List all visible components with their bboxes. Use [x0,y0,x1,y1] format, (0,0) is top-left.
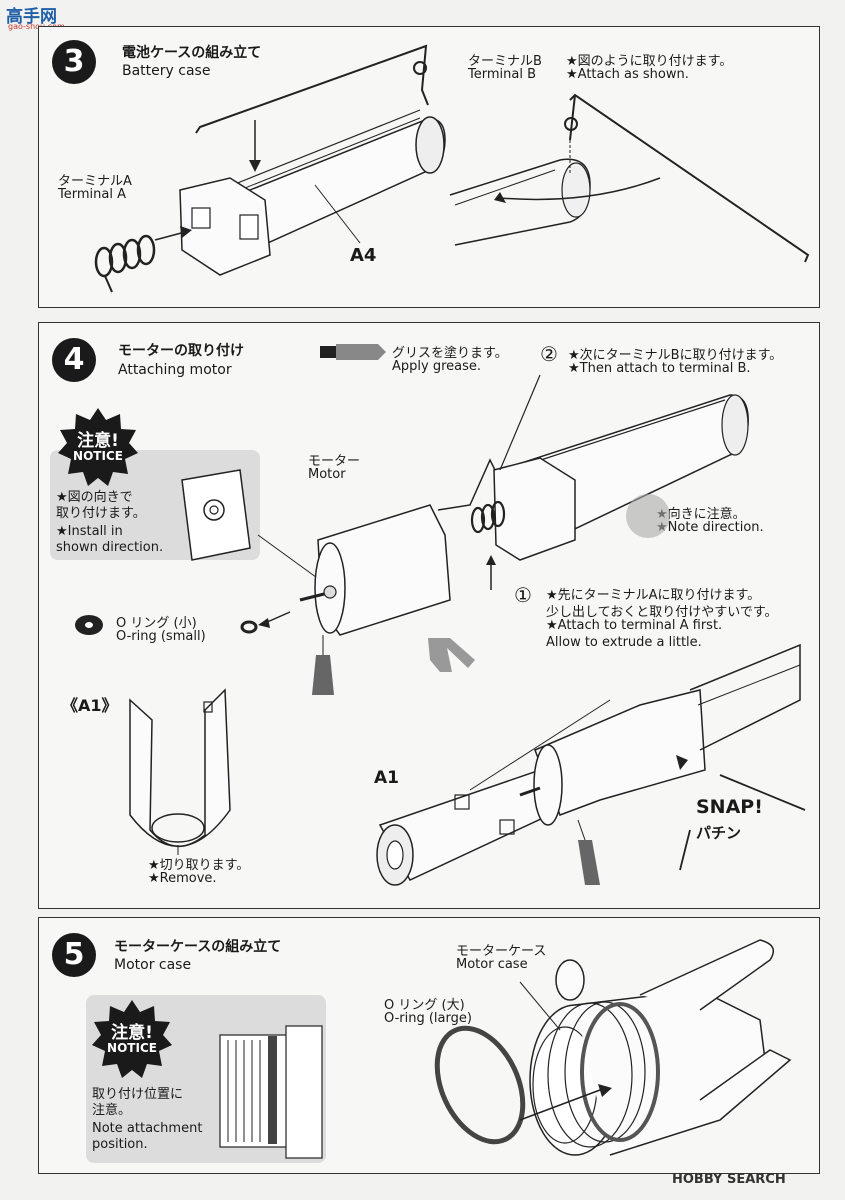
step3-number: 3 [52,40,96,84]
then-terminal-b-en: ★Then attach to terminal B. [568,361,751,376]
notice-title-step4: 注意! [77,431,119,451]
remove-label-en: ★Remove. [148,871,217,886]
terminal-b-label-en: Terminal B [468,67,536,82]
motor-case-label-jp: モーターケース [456,944,547,959]
notice-badge-step4 [58,408,138,486]
first-terminal-a-jp1: ★先にターミナルAに取り付けます。 [546,588,761,603]
step4-title-jp: モーターの取り付け [118,343,244,359]
motor-assembly-illustration [75,374,806,886]
grease-label-jp: グリスを塗ります。 [392,346,508,361]
watermark-text: 高手网 [6,7,57,27]
terminal-a-label-en: Terminal A [58,187,126,202]
terminal-a-label-jp: ターミナルA [58,174,132,189]
watermark-logo: 高手网 gao-shou.com [2,2,72,36]
motor-case-label-en: Motor case [456,957,528,972]
oring-large-jp: O リング (大) [384,998,465,1013]
direction-note-jp: ★向きに注意。 [656,507,746,522]
grease-tube-icon [320,344,386,360]
notice-step5-jp1: 取り付け位置に [92,1087,184,1102]
snap-label-jp: パチン [696,824,742,842]
notice-step4-en2: shown direction. [56,540,164,555]
part-a1-bracket-label: 《A1》 [62,696,118,715]
part-a1-label: A1 [374,768,399,788]
terminal-b-label-jp: ターミナルB [468,54,542,69]
step5-title-jp: モーターケースの組み立て [114,939,282,955]
watermark-url: gao-shou.com [8,22,65,31]
step4-title-en: Attaching motor [118,362,232,378]
notice-step4-en1: ★Install in [56,524,123,539]
notice-step4-jp1: ★図の向きで [56,490,133,505]
notice-sub-step4: NOTICE [73,449,123,463]
motor-label-en: Motor [308,467,346,482]
oring-large-en: O-ring (large) [384,1011,472,1026]
notice-step5-jp2: 注意。 [92,1103,132,1118]
step-circled-2: ② [540,342,558,366]
first-terminal-a-en1: ★Attach to terminal A first. [546,618,723,633]
grease-label-en: Apply grease. [392,359,482,374]
snap-label-en: SNAP! [696,796,763,818]
notice-title-step5: 注意! [111,1023,153,1043]
then-terminal-b-jp: ★次にターミナルBに取り付けます。 [568,348,783,363]
step3-note-jp: ★図のように取り付けます。 [566,54,733,69]
remove-label-jp: ★切り取ります。 [148,858,250,873]
notice-step5-en1: Note attachment [92,1121,203,1136]
step3-title-en: Battery case [122,63,211,79]
step4-number: 4 [52,338,96,382]
notice-step4-jp2: 取り付けます。 [56,506,146,521]
step-circled-1: ① [514,583,532,607]
motor-label-jp: モーター [308,454,361,469]
oring-small-jp: O リング (小) [116,616,197,631]
step3-title-jp: 電池ケースの組み立て [122,45,262,61]
step3-note-en: ★Attach as shown. [566,67,689,82]
oring-small-en: O-ring (small) [116,629,206,644]
step5-title-en: Motor case [114,957,192,973]
first-terminal-a-en2: Allow to extrude a little. [546,635,702,650]
hobby-search-watermark: HOBBY SEARCH [672,1172,786,1187]
part-a4-label: A4 [350,245,377,266]
notice-step5-en2: position. [92,1137,148,1152]
step5-number: 5 [52,933,96,977]
first-terminal-a-jp2: 少し出しておくと取り付けやすいです。 [546,605,778,620]
battery-case-illustration [94,44,810,293]
notice-sub-step5: NOTICE [107,1041,157,1055]
notice-badge-step5 [92,1000,172,1078]
direction-note-en: ★Note direction. [656,520,764,535]
